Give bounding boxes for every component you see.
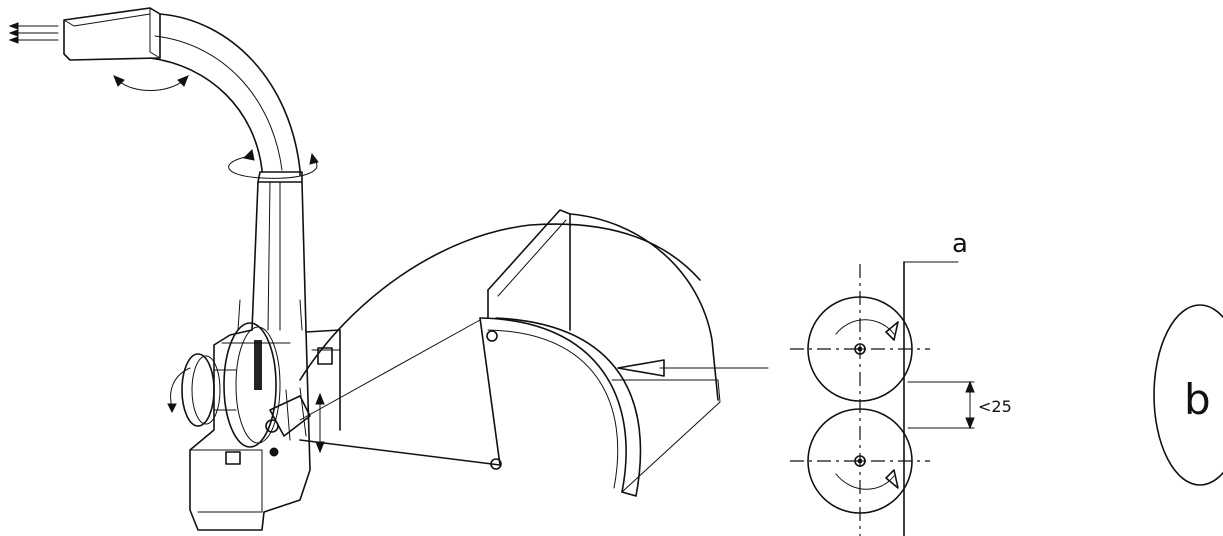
drive-pulley [181, 353, 237, 427]
feed-mechanism [225, 387, 311, 465]
chute-swivel-arrow [228, 148, 319, 179]
pulley-rotation-arrow [167, 367, 191, 414]
callout-b [1153, 304, 1223, 486]
label-b: b [1184, 375, 1211, 424]
label-gap: <25 [978, 397, 1012, 416]
label-a: a [952, 229, 968, 259]
discharge-flow-arrows [8, 22, 59, 44]
cutting-disc [221, 322, 291, 448]
feed-hopper [299, 209, 721, 497]
spout-rotation-arrow [113, 75, 189, 91]
discharge-chute [63, 7, 307, 331]
roller-detail [790, 261, 975, 536]
chipper-body [189, 299, 341, 531]
feed-direction-arrow [617, 359, 769, 377]
